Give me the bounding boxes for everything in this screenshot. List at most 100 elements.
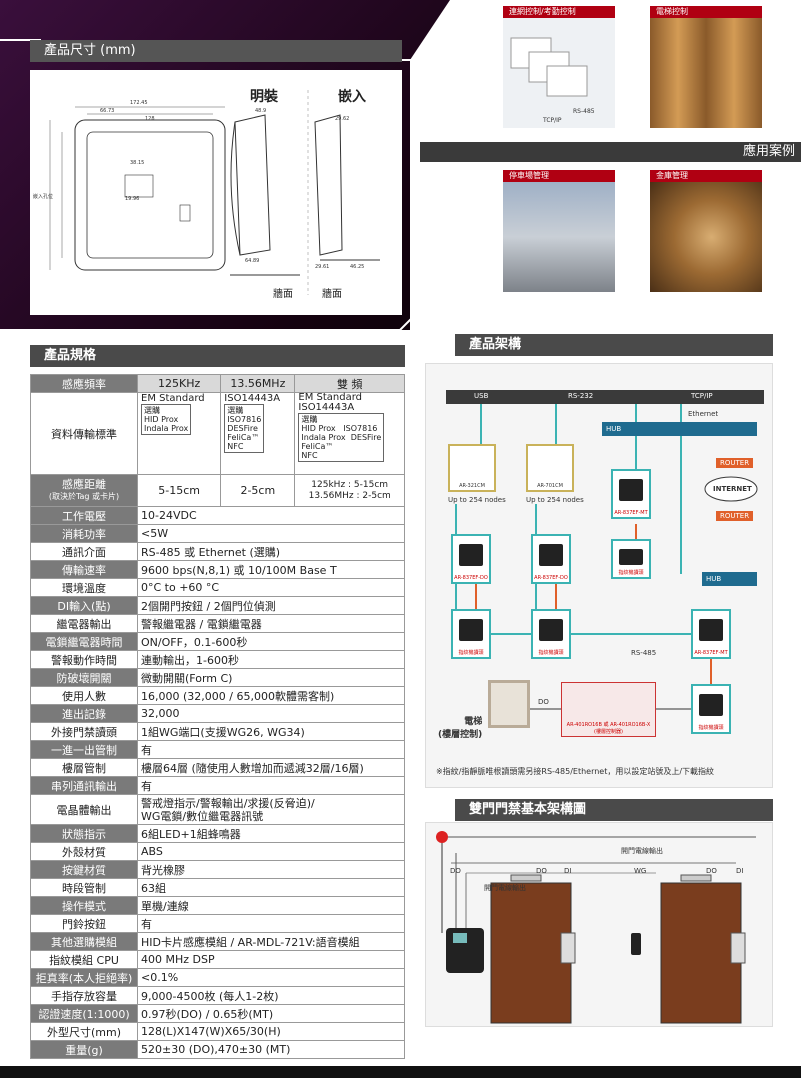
- spec-key: 進出記錄: [30, 704, 138, 723]
- spec-key: 感應頻率: [30, 374, 138, 393]
- case-title: 電梯控制: [650, 6, 762, 18]
- spec-key: DI輸入(點): [30, 596, 138, 615]
- spec-cell: 5-15cm: [136, 474, 222, 507]
- spec-key-main: 感應距離: [62, 478, 106, 491]
- spec-key: 門鈴按鈕: [30, 914, 138, 933]
- do-label: DO: [538, 698, 549, 706]
- case-title: 連網控制/考勤控制: [503, 6, 615, 18]
- device-do-2: AR-837EF-DO: [531, 534, 571, 584]
- spec-value: 樓層64層 (隨使用人數增加而遞減32層/16層): [137, 758, 405, 777]
- spec-value: 6組LED+1組蜂鳴器: [137, 824, 405, 843]
- spec-value: 有: [137, 914, 405, 933]
- svg-text:48.9: 48.9: [255, 108, 266, 114]
- spec-value: ON/OFF，0.1-600秒: [137, 632, 405, 651]
- spec-key: 防破壞開關: [30, 668, 138, 687]
- spec-value: 警戒燈指示/警報輸出/求援(反脅迫)/ WG電鎖/數位繼電器訊號: [137, 794, 405, 825]
- spec-key: 外接門禁讀頭: [30, 722, 138, 741]
- svg-text:19.96: 19.96: [125, 196, 139, 202]
- spec-key: 手指存放容量: [30, 986, 138, 1005]
- spec-key: 通訊介面: [30, 542, 138, 561]
- application-cases-title: 應用案例: [420, 142, 801, 162]
- converter-label: AR-701CM: [537, 483, 563, 489]
- device-do-1: AR-837EF-DO: [451, 534, 491, 584]
- svg-text:128: 128: [145, 116, 155, 122]
- router-label-2: ROUTER: [716, 511, 754, 521]
- spec-key: 時段管制: [30, 878, 138, 897]
- wall-label-2: 牆面: [322, 289, 342, 300]
- spec-key: 操作模式: [30, 896, 138, 915]
- rs485-text: RS-485: [573, 108, 595, 115]
- reader-3: 指紋機讀頭: [531, 609, 571, 659]
- spec-value: 520±30 (DO),470±30 (MT): [137, 1040, 405, 1059]
- spec-value: 9600 bps(N,8,1) 或 10/100M Base T: [137, 560, 405, 579]
- case-title: 金庫管理: [650, 170, 762, 182]
- nodes-label-2: Up to 254 nodes: [526, 496, 584, 504]
- spec-key: 電晶體輸出: [30, 794, 138, 825]
- case-title: 停車場管理: [503, 170, 615, 182]
- case-network: 連網控制/考勤控制 RS-485 TCP/IP: [503, 6, 615, 128]
- rs232-label: RS-232: [568, 392, 594, 400]
- table-row: 外型尺寸(mm)128(L)X147(W)X65/30(H): [30, 1022, 405, 1041]
- spec-key: 外型尺寸(mm): [30, 1022, 138, 1041]
- converter-321: AR-321CM: [448, 444, 496, 492]
- hub-box-2: HUB: [702, 572, 757, 586]
- internet-label: INTERNET: [713, 485, 752, 493]
- spec-option-box: 選購 ISO7816 DESFire FeliCa™ NFC: [224, 404, 265, 453]
- table-row: 消耗功率<5W: [30, 524, 405, 543]
- elevator-icon: [488, 680, 530, 728]
- spec-key-sub: (取決於Tag 或卡片): [48, 492, 120, 501]
- spec-key: 消耗功率: [30, 524, 138, 543]
- bottom-bar: [0, 1066, 801, 1078]
- device-label: AR-837EF-MT: [614, 510, 648, 516]
- spec-key: 認證速度(1:1000): [30, 1004, 138, 1023]
- embedded-label: 嵌入: [338, 89, 366, 105]
- device-mt-1: AR-837EF-MT: [611, 469, 651, 519]
- table-row: 樓層管制樓層64層 (隨使用人數增加而遞減32層/16層): [30, 758, 405, 777]
- spec-value: 2個開門按鈕 / 2個門位偵測: [137, 596, 405, 615]
- door-header: 雙門門禁基本架構圖: [455, 799, 773, 821]
- converter-label: AR-321CM: [459, 483, 485, 489]
- router-label: ROUTER: [716, 458, 754, 468]
- lock-output-label: 開門電線輸出: [484, 884, 526, 892]
- svg-text:64.89: 64.89: [245, 258, 259, 264]
- hub-box: HUB: [602, 422, 757, 436]
- wg-label: WG: [634, 867, 647, 875]
- converter-701: AR-701CM: [526, 444, 574, 492]
- spec-value: 警報繼電器 / 電鎖繼電器: [137, 614, 405, 633]
- table-row: 警報動作時間連動輸出，1-600秒: [30, 650, 405, 669]
- spec-value: 128(L)X147(W)X65/30(H): [137, 1022, 405, 1041]
- spec-value: 16,000 (32,000 / 65,000軟體需客制): [137, 686, 405, 705]
- spec-value: 9,000-4500枚 (每人1-2枚): [137, 986, 405, 1005]
- di-label-2: DI: [736, 867, 744, 875]
- spec-value: 63組: [137, 878, 405, 897]
- dimension-drawing: 172.45 66.73 128 嵌入孔位 38.15 19.96 48.9 6…: [30, 70, 402, 315]
- table-row: 感應頻率 125KHz 13.56MHz 雙 頻: [30, 374, 405, 393]
- device-label: AR-837EF-MT: [694, 650, 728, 656]
- table-row: 操作模式單機/連線: [30, 896, 405, 915]
- case-image-parking: [503, 182, 615, 292]
- spec-value: 32,000: [137, 704, 405, 723]
- table-row: 防破壞開關微動開關(Form C): [30, 668, 405, 687]
- spec-value: 0.97秒(DO) / 0.65秒(MT): [137, 1004, 405, 1023]
- surface-mount-label: 明裝: [250, 89, 278, 105]
- spec-cell: 125KHz: [136, 374, 222, 393]
- spec-value: 0°C to +60 °C: [137, 578, 405, 597]
- spec-cell: 13.56MHz: [220, 374, 296, 393]
- svg-text:29.62: 29.62: [335, 116, 349, 122]
- spec-key: 拒真率(本人拒絕率): [30, 968, 138, 987]
- table-row: 串列通訊輸出有: [30, 776, 405, 795]
- svg-text:46.25: 46.25: [350, 264, 364, 270]
- case-parking: 停車場管理: [503, 170, 615, 292]
- spec-value: 背光橡膠: [137, 860, 405, 879]
- table-row: 重量(g)520±30 (DO),470±30 (MT): [30, 1040, 405, 1059]
- spec-value: <5W: [137, 524, 405, 543]
- floor-controller: AR-401RO16B 或 AR-401RO16B-X (樓層控制器): [561, 682, 656, 737]
- svg-text:38.15: 38.15: [130, 160, 144, 166]
